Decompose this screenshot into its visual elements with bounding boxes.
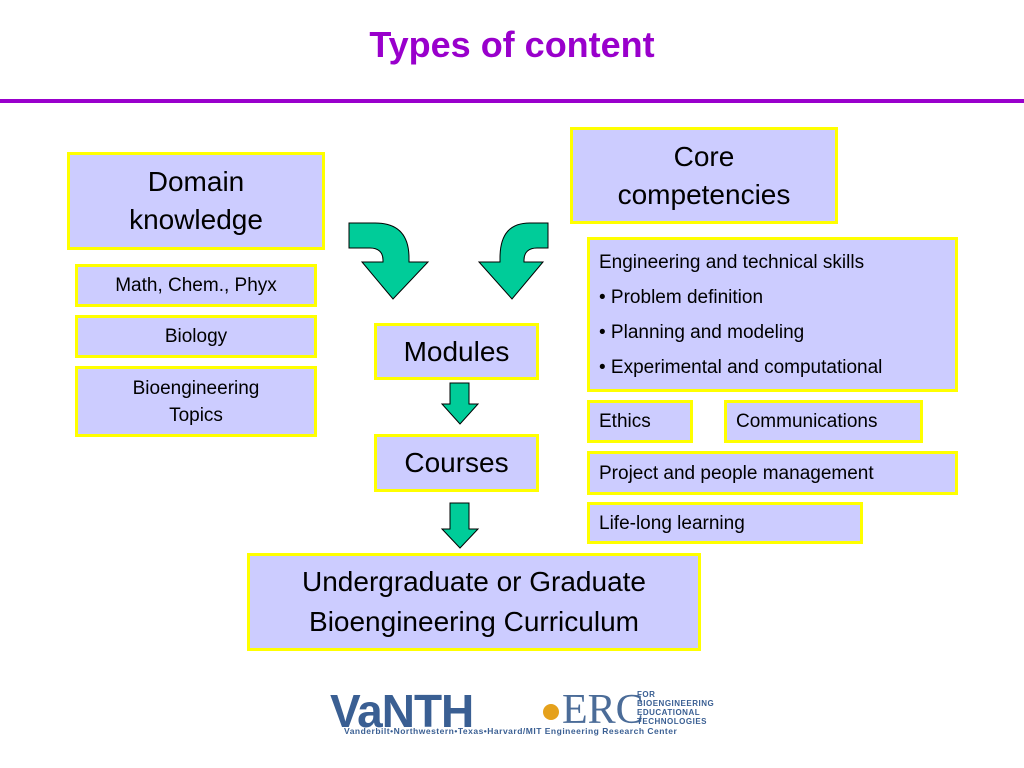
engineering-skills-title: Engineering and technical skills xyxy=(599,252,865,273)
slide-title: Types of content xyxy=(369,24,655,65)
erc-wordmark: ERC xyxy=(562,687,644,733)
modules-box: Modules xyxy=(374,323,539,380)
project-management-label: Project and people management xyxy=(599,462,874,484)
ethics-box: Ethics xyxy=(587,400,693,443)
problem-definition-item: • Problem definition xyxy=(599,287,764,308)
logo-side-text: FOR BIOENGINEERING EDUCATIONAL TECHNOLOG… xyxy=(637,690,714,726)
down-arrow-modules-icon xyxy=(440,382,480,425)
math-chem-phyx-box: Math, Chem., Phyx xyxy=(75,264,317,307)
curved-arrow-left-icon xyxy=(348,222,430,300)
lifelong-learning-label: Life-long learning xyxy=(599,512,745,534)
curved-arrow-right-icon xyxy=(477,222,549,300)
lifelong-learning-box: Life-long learning xyxy=(587,502,863,544)
logo-side-line: BIOENGINEERING xyxy=(637,699,715,708)
bioengineering-topics-line1: Bioengineering xyxy=(132,377,260,399)
domain-knowledge-line2: knowledge xyxy=(129,204,263,235)
experimental-computational-item: • Experimental and computational xyxy=(599,357,883,378)
curriculum-line2: Bioengineering Curriculum xyxy=(309,606,639,637)
logo-side-line: FOR xyxy=(637,690,656,699)
modules-label: Modules xyxy=(403,335,510,367)
curriculum-box: Undergraduate or Graduate Bioengineering… xyxy=(247,553,701,651)
bioengineering-topics-box: Bioengineering Topics xyxy=(75,366,317,437)
curriculum-line1: Undergraduate or Graduate xyxy=(302,566,646,597)
vanth-wordmark: VaNTH xyxy=(330,685,474,737)
courses-box: Courses xyxy=(374,434,539,492)
communications-label: Communications xyxy=(736,411,878,432)
domain-knowledge-box: Domain knowledge xyxy=(67,152,325,250)
domain-knowledge-line1: Domain xyxy=(147,166,245,197)
project-management-box: Project and people management xyxy=(587,451,958,495)
logo-tagline: Vanderbilt•Northwestern•Texas•Harvard/MI… xyxy=(344,726,678,736)
title-divider xyxy=(0,99,1024,103)
core-competencies-line2: competencies xyxy=(617,178,791,210)
courses-label: Courses xyxy=(404,447,509,478)
biology-box: Biology xyxy=(75,315,317,358)
ethics-label: Ethics xyxy=(599,411,651,432)
core-competencies-line1: Core xyxy=(673,140,735,172)
core-competencies-box: Core competencies xyxy=(570,127,838,224)
down-arrow-courses-icon xyxy=(440,502,480,549)
vanth-erc-logo: VaNTH ERC FOR BIOENGINEERING EDUCATIONAL… xyxy=(330,684,714,740)
logo-side-line: EDUCATIONAL xyxy=(637,708,701,717)
communications-box: Communications xyxy=(724,400,923,443)
logo-side-line: TECHNOLOGIES xyxy=(637,717,708,726)
engineering-skills-box: Engineering and technical skills • Probl… xyxy=(587,237,958,392)
planning-modeling-item: • Planning and modeling xyxy=(599,322,805,343)
math-chem-phyx-label: Math, Chem., Phyx xyxy=(115,275,277,296)
bioengineering-topics-line2: Topics xyxy=(169,404,223,426)
logo-dot-icon xyxy=(543,704,559,720)
biology-label: Biology xyxy=(164,326,228,347)
